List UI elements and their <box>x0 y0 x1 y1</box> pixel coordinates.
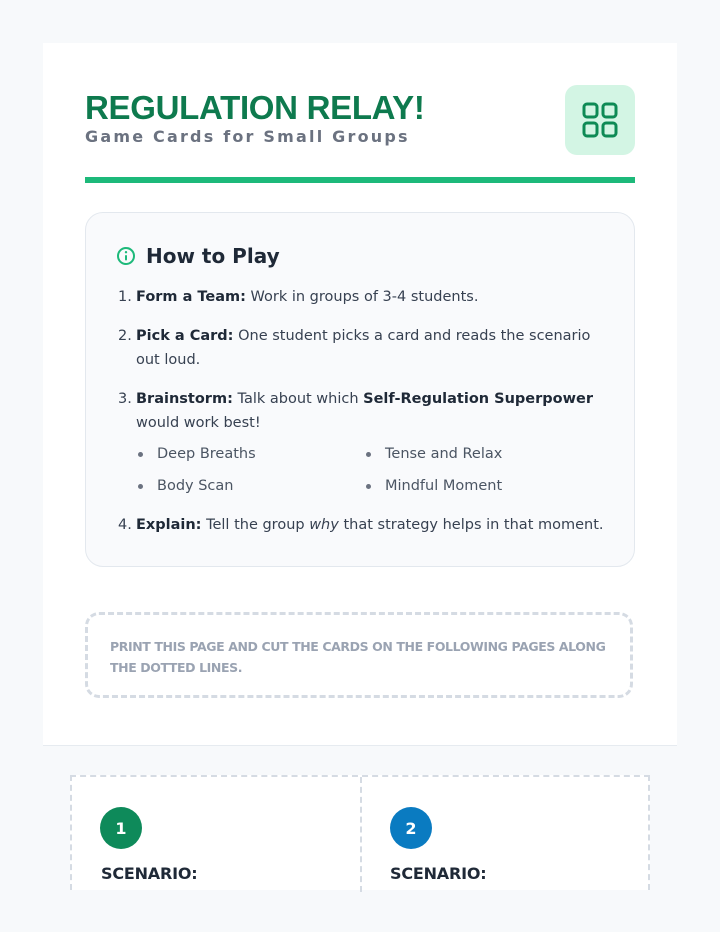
cut-instructions-box: PRINT THIS PAGE AND CUT THE CARDS ON THE… <box>85 612 633 698</box>
instruction-page: REGULATION RELAY! Game Cards for Small G… <box>43 43 677 745</box>
step-number: 1. <box>118 289 132 305</box>
page-divider <box>43 745 677 746</box>
scenario-cards-row: 1 SCENARIO: 2 SCENARIO: <box>70 775 650 892</box>
card-scenario-label: SCENARIO: <box>101 864 198 883</box>
strategy-item: Tense and Relax <box>366 442 566 466</box>
strategy-list: Deep Breaths Tense and Relax Body Scan M… <box>138 442 608 498</box>
step-heading: Brainstorm: <box>136 391 233 407</box>
step-2: 2. Pick a Card: One student picks a card… <box>118 324 608 372</box>
steps-list: 1. Form a Team: Work in groups of 3-4 st… <box>118 285 608 552</box>
step-text: Tell the group <box>201 517 310 533</box>
strategy-item: Mindful Moment <box>366 474 566 498</box>
how-to-play-title: How to Play <box>146 244 280 268</box>
strategy-item: Deep Breaths <box>138 442 366 466</box>
grid-icon-badge <box>565 85 635 155</box>
step-text: that strategy helps in that moment. <box>338 517 604 533</box>
step-number: 2. <box>118 328 132 344</box>
card-number-badge: 2 <box>390 807 432 849</box>
bullet-icon <box>138 483 143 489</box>
strategy-label: Body Scan <box>157 478 234 494</box>
step-text: Talk about which <box>232 391 364 407</box>
step-heading: Pick a Card: <box>136 328 234 344</box>
step-text: would work best! <box>136 415 261 431</box>
step-heading: Form a Team: <box>136 289 246 305</box>
cut-instructions-text: PRINT THIS PAGE AND CUT THE CARDS ON THE… <box>110 639 606 675</box>
card-number-badge: 1 <box>100 807 142 849</box>
card-scenario-label: SCENARIO: <box>390 864 487 883</box>
title-divider <box>85 177 635 183</box>
step-number: 4. <box>118 517 132 533</box>
step-number: 3. <box>118 391 132 407</box>
strategy-label: Deep Breaths <box>157 446 256 462</box>
emphasis-text: why <box>309 517 339 533</box>
page-subtitle: Game Cards for Small Groups <box>85 127 410 146</box>
how-to-play-header: How to Play <box>116 244 280 268</box>
step-4: 4. Explain: Tell the group why that stra… <box>118 513 608 537</box>
strategy-label: Mindful Moment <box>385 478 503 494</box>
bullet-icon <box>138 451 143 457</box>
strategy-item: Body Scan <box>138 474 366 498</box>
superpower-term: Self-Regulation Superpower <box>363 391 594 407</box>
cut-line <box>360 777 362 892</box>
strategy-label: Tense and Relax <box>385 446 503 462</box>
info-icon <box>117 247 135 265</box>
step-text: Work in groups of 3-4 students. <box>245 289 479 305</box>
grid-icon <box>582 102 618 138</box>
step-1: 1. Form a Team: Work in groups of 3-4 st… <box>118 285 608 309</box>
step-heading: Explain: <box>136 517 202 533</box>
step-3: 3. Brainstorm: Talk about which Self-Reg… <box>118 387 608 498</box>
page-title: REGULATION RELAY! <box>85 89 425 126</box>
how-to-play-panel: How to Play 1. Form a Team: Work in grou… <box>85 212 635 567</box>
bullet-icon <box>366 483 371 489</box>
bullet-icon <box>366 451 371 457</box>
step-text: One student picks a card and reads the s… <box>136 328 591 368</box>
